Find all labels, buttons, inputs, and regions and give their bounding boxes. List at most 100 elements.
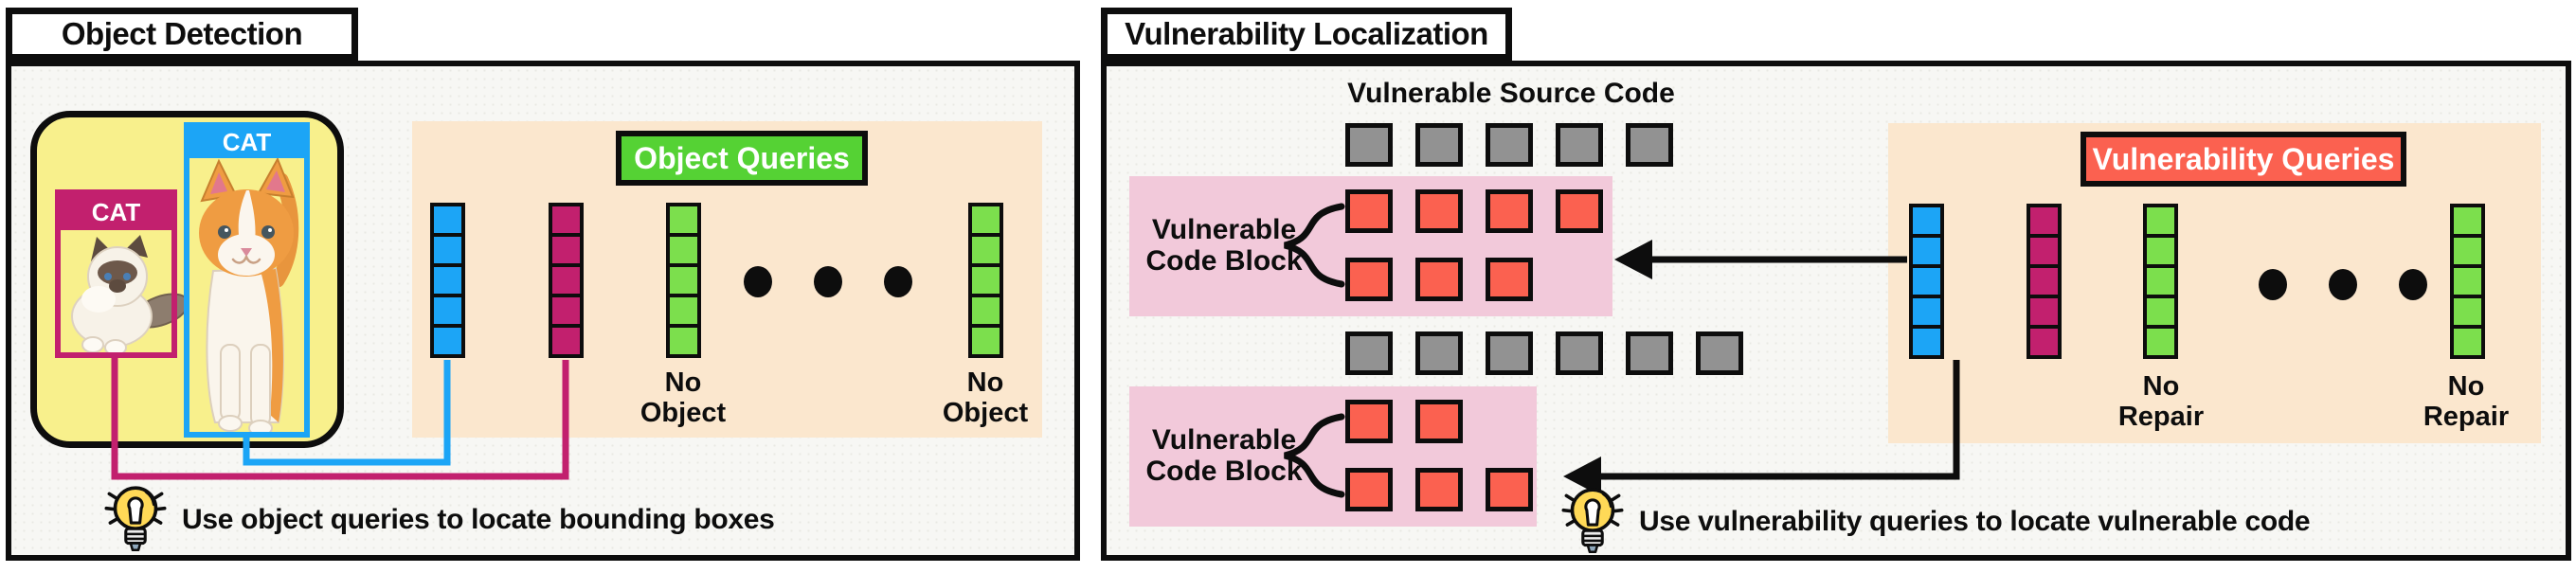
vulnerable-code-token	[1415, 189, 1463, 233]
ellipsis-dot	[814, 266, 842, 297]
query-vector-cell-magenta	[552, 328, 580, 354]
query-vector-cell-blue	[1913, 298, 1940, 325]
code-token	[1696, 331, 1743, 375]
bounding-box-magenta: CAT	[55, 189, 177, 358]
no-repair-label-1: No Repair	[2081, 371, 2242, 432]
vulnerable-code-token	[1486, 258, 1533, 301]
query-vector-cell-green	[670, 328, 697, 354]
no-repair-1-line1: No	[2142, 371, 2180, 402]
vulnerable-code-token	[1556, 189, 1603, 233]
code-token	[1486, 331, 1533, 375]
no-object-2-line2: Object	[942, 398, 1029, 428]
block-1-label-line2: Code Block	[1145, 245, 1303, 277]
code-token	[1626, 123, 1673, 167]
ellipsis-dot	[2329, 269, 2357, 300]
vulnerable-code-token	[1415, 400, 1463, 443]
object-detection-caption-text: Use object queries to locate bounding bo…	[182, 504, 775, 535]
query-vector-cell-magenta	[552, 206, 580, 233]
query-vector-cell-green	[2454, 268, 2481, 295]
vulnerable-token-row-c	[1345, 400, 1463, 443]
query-vector-cell-magenta	[552, 267, 580, 294]
query-stack-green-left-2	[968, 203, 1003, 358]
query-vector-cell-green	[2454, 238, 2481, 264]
query-stack-blue-right	[1909, 204, 1944, 359]
no-object-label-1: No Object	[603, 367, 764, 428]
query-vector-cell-green	[2454, 329, 2481, 355]
no-object-label-2: No Object	[905, 367, 1066, 428]
query-vector-cell-blue	[1913, 238, 1940, 264]
vulnerability-queries-label-box: Vulnerability Queries	[2081, 132, 2406, 187]
vulnerable-code-block-label-1: Vulnerable Code Block	[1133, 214, 1315, 277]
bounding-box-blue: CAT	[184, 122, 310, 438]
vulnerable-code-token	[1345, 400, 1393, 443]
query-vector-cell-green	[2147, 298, 2174, 325]
block-1-label-line1: Vulnerable	[1151, 214, 1297, 245]
vulnerable-code-token	[1345, 468, 1393, 511]
query-vector-cell-blue	[434, 206, 461, 233]
bbox-magenta-label: CAT	[91, 197, 141, 226]
query-vector-cell-green	[2147, 329, 2174, 355]
vulnerable-code-token	[1415, 258, 1463, 301]
query-vector-cell-magenta	[2030, 268, 2058, 295]
ellipsis-dot	[744, 266, 772, 297]
query-stack-green-right-2	[2450, 204, 2485, 359]
query-vector-cell-blue	[434, 328, 461, 354]
query-vector-cell-green	[2454, 298, 2481, 325]
query-stack-magenta-right	[2027, 204, 2062, 359]
query-vector-cell-magenta	[2030, 329, 2058, 355]
vulnerable-code-block-label-2: Vulnerable Code Block	[1133, 424, 1315, 487]
ellipsis-dot	[2399, 269, 2427, 300]
source-token-row-1	[1345, 123, 1673, 167]
code-token	[1345, 123, 1393, 167]
query-vector-cell-magenta	[2030, 238, 2058, 264]
vulnerable-token-row-d	[1345, 468, 1533, 511]
lightbulb-icon	[104, 486, 167, 552]
object-queries-label-box: Object Queries	[616, 131, 868, 186]
block-2-label-line1: Vulnerable	[1151, 424, 1297, 456]
code-token	[1626, 331, 1673, 375]
query-vector-cell-green	[670, 267, 697, 294]
query-vector-cell-blue	[1913, 268, 1940, 295]
query-vector-cell-green	[2147, 207, 2174, 234]
query-vector-cell-blue	[434, 267, 461, 294]
vulnerable-code-token	[1345, 189, 1393, 233]
object-detection-title-box: Object Detection	[6, 8, 358, 61]
query-vector-cell-green	[2454, 207, 2481, 234]
query-vector-cell-green	[972, 237, 1000, 263]
vulnerable-token-row-a	[1345, 189, 1603, 233]
query-vector-cell-magenta	[552, 237, 580, 263]
vulnerable-token-row-b	[1345, 258, 1533, 301]
query-vector-cell-green	[972, 328, 1000, 354]
ellipsis-dot	[2259, 269, 2287, 300]
query-stack-green-right-1	[2143, 204, 2178, 359]
query-vector-cell-magenta	[2030, 207, 2058, 234]
vulnerable-code-token	[1345, 258, 1393, 301]
no-repair-label-2: No Repair	[2386, 371, 2547, 432]
query-vector-cell-green	[2147, 238, 2174, 264]
query-vector-cell-blue	[434, 297, 461, 324]
vulnerable-code-token	[1486, 189, 1533, 233]
source-token-row-2	[1345, 331, 1743, 375]
no-object-2-line1: No	[966, 367, 1004, 398]
vulnerability-caption-text: Use vulnerability queries to locate vuln…	[1639, 506, 2311, 537]
vulnerability-localization-title-box: Vulnerability Localization	[1101, 8, 1512, 61]
object-detection-caption: Use object queries to locate bounding bo…	[104, 479, 775, 561]
lightbulb-icon	[1561, 488, 1624, 554]
bounding-box-blue-tag: CAT	[189, 127, 305, 158]
query-vector-cell-blue	[1913, 329, 1940, 355]
query-stack-magenta-left	[549, 203, 584, 358]
vulnerability-localization-title: Vulnerability Localization	[1125, 16, 1488, 51]
ellipsis-dots-left	[744, 266, 912, 297]
block-2-label-line2: Code Block	[1145, 456, 1303, 487]
code-token	[1486, 123, 1533, 167]
vulnerable-source-code-heading: Vulnerable Source Code	[1347, 78, 1675, 109]
query-vector-cell-green	[670, 206, 697, 233]
query-vector-cell-green	[2147, 268, 2174, 295]
ellipsis-dot	[884, 266, 912, 297]
query-vector-cell-blue	[1913, 207, 1940, 234]
query-vector-cell-green	[670, 297, 697, 324]
query-vector-cell-blue	[434, 237, 461, 263]
query-stack-blue-left	[430, 203, 465, 358]
ellipsis-dots-right	[2259, 269, 2427, 300]
